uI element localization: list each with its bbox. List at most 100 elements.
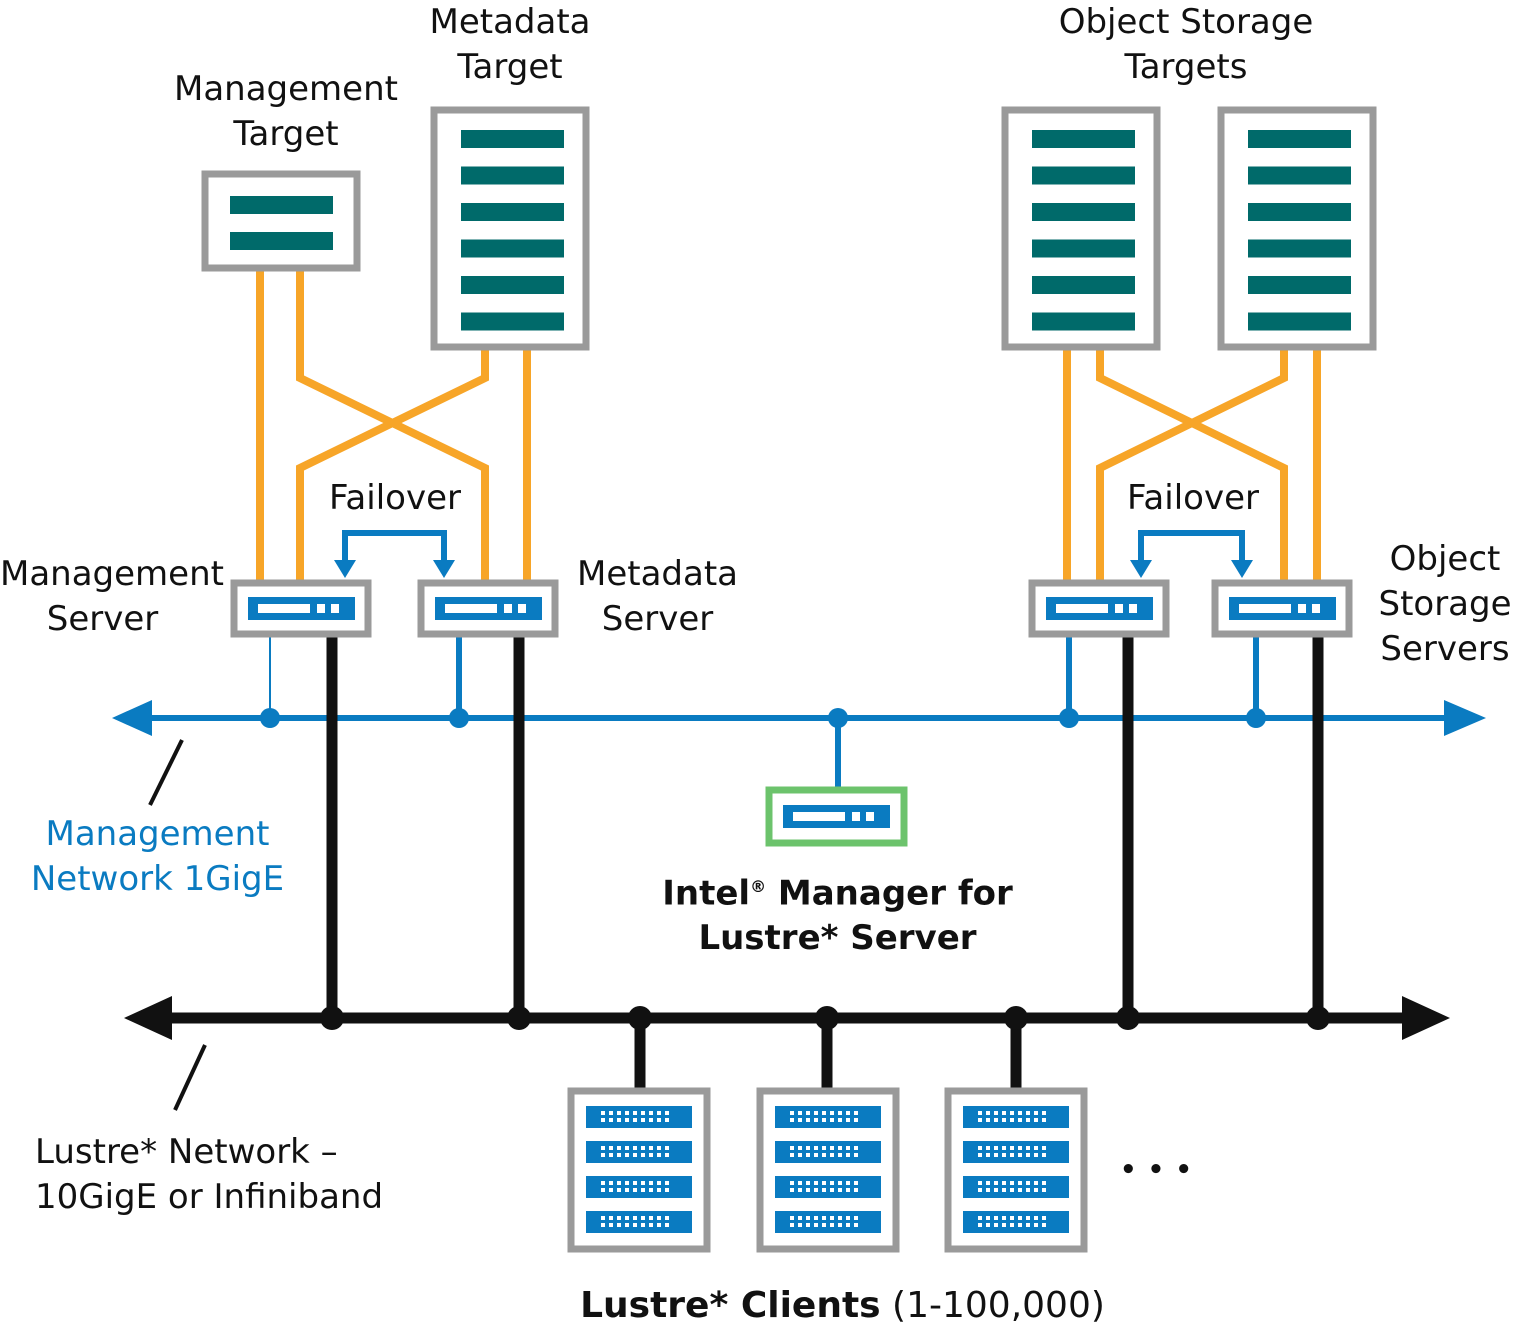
target-stripe (1032, 312, 1135, 331)
client-rack-icon (775, 1211, 881, 1233)
client-port (1026, 1146, 1030, 1150)
client-port (806, 1118, 810, 1122)
client-port (649, 1188, 653, 1192)
management-network-links (269, 636, 1259, 790)
object-storage-target-1 (1001, 106, 1161, 351)
client-port (1026, 1181, 1030, 1185)
client-port (806, 1181, 810, 1185)
client-port (838, 1216, 842, 1220)
client-port (657, 1111, 661, 1115)
client-port (625, 1181, 629, 1185)
client-port (854, 1188, 858, 1192)
client-port (830, 1111, 834, 1115)
target-frame (1217, 106, 1377, 351)
lustre-client-2 (756, 1087, 900, 1253)
label-text: Manager for (766, 873, 1013, 914)
client-port (1034, 1118, 1038, 1122)
client-port (641, 1146, 645, 1150)
client-rack-icon (586, 1176, 692, 1198)
label-line: Target (233, 114, 339, 154)
client-port (986, 1146, 990, 1150)
more-clients-ellipsis: • • • (1120, 1155, 1193, 1185)
client-rack-icon (963, 1211, 1069, 1233)
client-port (657, 1181, 661, 1185)
registered-mark: ® (750, 877, 767, 896)
client-port (649, 1146, 653, 1150)
client-port (854, 1216, 858, 1220)
network-leader-line (173, 1044, 207, 1111)
client-port (625, 1188, 629, 1192)
client-port (978, 1146, 982, 1150)
client-port (1034, 1216, 1038, 1220)
client-port (838, 1223, 842, 1227)
client-port (617, 1216, 621, 1220)
label-line: Lustre* Server (698, 918, 977, 959)
client-port (838, 1153, 842, 1157)
client-port (665, 1223, 669, 1227)
client-port (978, 1223, 982, 1227)
client-port (601, 1146, 605, 1150)
client-port (798, 1111, 802, 1115)
client-port (641, 1118, 645, 1122)
client-port (846, 1188, 850, 1192)
client-port (986, 1111, 990, 1115)
client-port (978, 1188, 982, 1192)
client-port (625, 1216, 629, 1220)
client-port (994, 1223, 998, 1227)
client-port (633, 1153, 637, 1157)
client-port (1018, 1146, 1022, 1150)
client-port (838, 1188, 842, 1192)
client-port (665, 1181, 669, 1185)
client-port (665, 1216, 669, 1220)
label-text: Intel (662, 873, 751, 914)
client-port (798, 1188, 802, 1192)
client-port (1002, 1181, 1006, 1185)
client-port (1042, 1181, 1046, 1185)
client-port (1026, 1118, 1030, 1122)
client-port (822, 1111, 826, 1115)
client-port (1018, 1111, 1022, 1115)
client-port (806, 1153, 810, 1157)
client-port (854, 1118, 858, 1122)
client-port (1034, 1146, 1038, 1150)
client-rack-icon (775, 1176, 881, 1198)
client-port (994, 1146, 998, 1150)
client-port (830, 1118, 834, 1122)
server-light (317, 604, 325, 613)
client-port (1018, 1118, 1022, 1122)
label-line: Management (174, 69, 398, 109)
client-port (665, 1111, 669, 1115)
client-port (806, 1146, 810, 1150)
client-port (822, 1181, 826, 1185)
client-rack-icon (963, 1106, 1069, 1128)
client-port (994, 1111, 998, 1115)
client-port (978, 1181, 982, 1185)
client-port (633, 1118, 637, 1122)
target-frame (430, 106, 590, 351)
client-port (994, 1188, 998, 1192)
label-line: Object Storage (1058, 2, 1314, 42)
client-port (633, 1146, 637, 1150)
client-port (1010, 1111, 1014, 1115)
client-port (838, 1111, 842, 1115)
management-target (201, 170, 361, 272)
client-port (617, 1111, 621, 1115)
failover-arrowhead (1130, 560, 1152, 578)
client-port (830, 1146, 834, 1150)
label-line: Server (601, 599, 714, 639)
client-port (846, 1223, 850, 1227)
lustre-network-links (326, 636, 1324, 1090)
label-line: Management (0, 554, 224, 594)
client-port (1026, 1188, 1030, 1192)
client-port (986, 1118, 990, 1122)
client-port (1018, 1223, 1022, 1227)
client-port (1002, 1146, 1006, 1150)
client-port (986, 1181, 990, 1185)
target-stripe (1248, 276, 1351, 294)
client-port (790, 1111, 794, 1115)
target-stripe (461, 312, 564, 331)
client-port (657, 1188, 661, 1192)
client-port (822, 1188, 826, 1192)
target-stripe (1032, 130, 1135, 148)
